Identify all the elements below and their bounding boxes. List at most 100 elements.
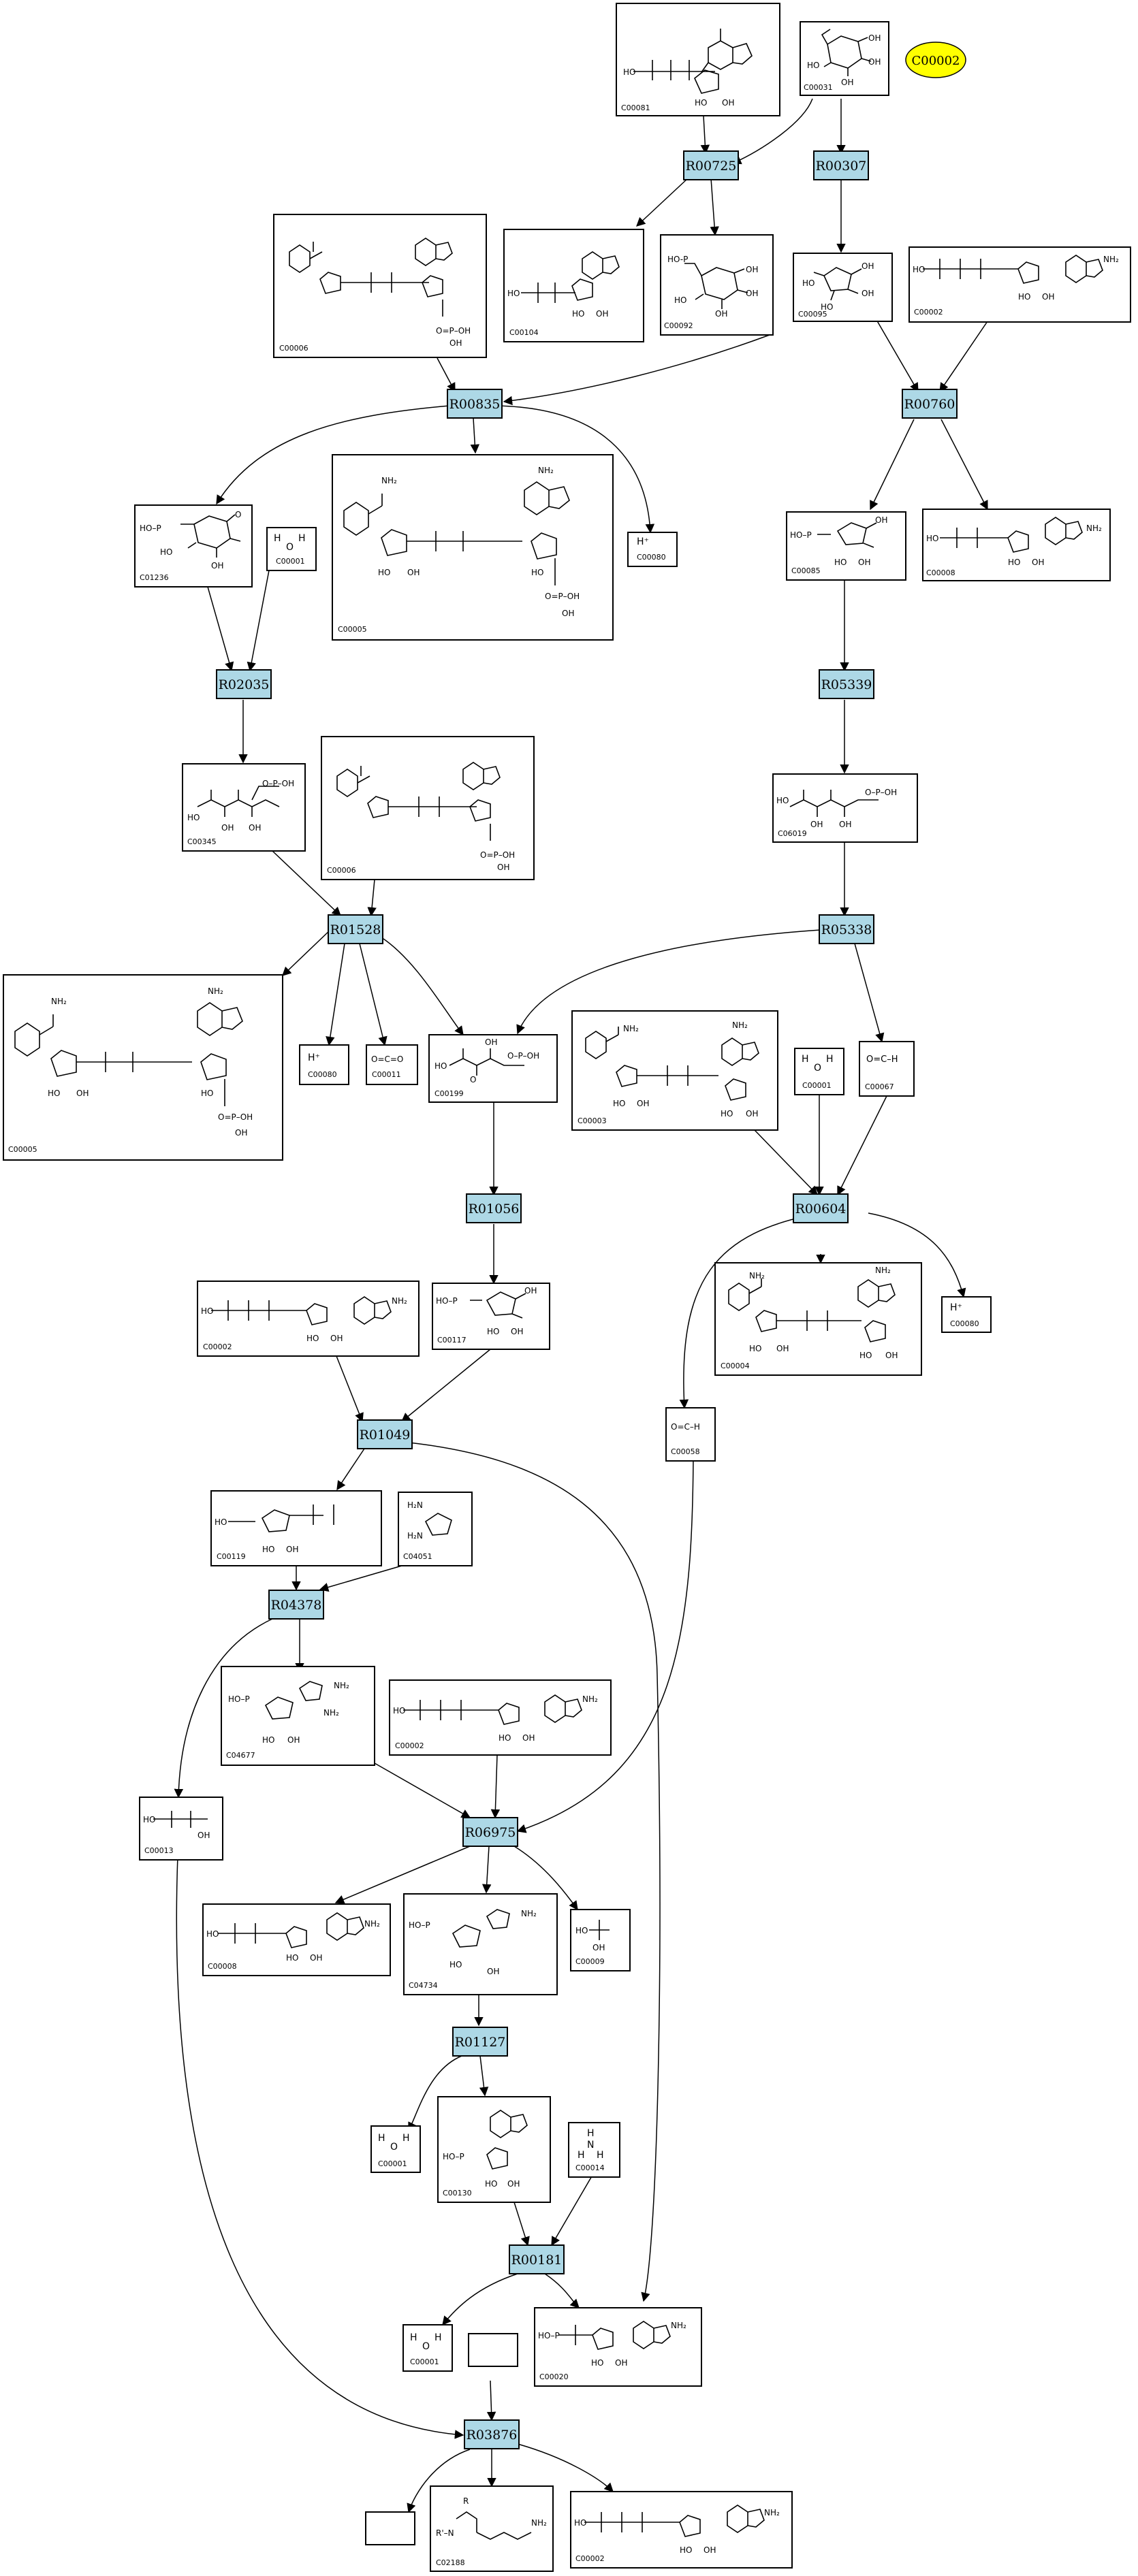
svg-text:HO: HO: [572, 309, 584, 319]
edge: [710, 178, 719, 236]
reaction-r00725[interactable]: R00725: [683, 150, 739, 180]
compound-empty-b[interactable]: [365, 2511, 415, 2545]
reaction-r00604[interactable]: R00604: [793, 1193, 849, 1223]
svg-text:NH₂: NH₂: [208, 986, 223, 996]
reaction-r00760[interactable]: R00760: [902, 389, 958, 419]
compound-c00067[interactable]: O=C–H C00067: [859, 1041, 915, 1097]
reaction-r02035[interactable]: R02035: [216, 669, 272, 699]
svg-text:HO: HO: [575, 1926, 588, 1935]
compound-c00014[interactable]: H N H H C00014: [568, 2122, 620, 2178]
formula-text: H: [434, 2332, 442, 2343]
reaction-r05338[interactable]: R05338: [819, 914, 874, 944]
compound-c00080-c[interactable]: H⁺ C00080: [941, 1296, 992, 1333]
reaction-r00181[interactable]: R00181: [509, 2244, 565, 2274]
compound-c00199[interactable]: HOO–P–OH OOH C00199: [428, 1034, 558, 1103]
svg-text:OH: OH: [868, 33, 881, 43]
highlight-compound-c00002[interactable]: C00002: [905, 42, 966, 78]
svg-text:OH: OH: [885, 1351, 898, 1360]
compound-id: C00199: [434, 1089, 464, 1098]
edge: [336, 1355, 364, 1423]
reaction-r00307[interactable]: R00307: [813, 150, 869, 180]
reaction-r03876[interactable]: R03876: [464, 2419, 520, 2449]
compound-c00001-a[interactable]: H O H C00001: [266, 527, 317, 571]
svg-text:OH: OH: [746, 1109, 758, 1118]
edge: [400, 1349, 491, 1422]
svg-text:HO: HO: [262, 1735, 274, 1745]
compound-c00011[interactable]: O=C=O C00011: [366, 1044, 418, 1085]
reaction-r01056[interactable]: R01056: [466, 1193, 522, 1223]
svg-text:OH: OH: [287, 1735, 300, 1745]
formula-text: O: [814, 1063, 821, 1074]
compound-id: C00002: [203, 1342, 232, 1351]
compound-c00058[interactable]: O=C–H C00058: [665, 1407, 716, 1462]
compound-c00080-b[interactable]: H⁺ C00080: [299, 1044, 349, 1085]
compound-empty-a[interactable]: [468, 2333, 518, 2367]
compound-id: C00104: [509, 328, 539, 337]
reaction-r01049[interactable]: R01049: [357, 1419, 413, 1449]
edge: [272, 850, 341, 916]
compound-c00001-b[interactable]: H O H C00001: [794, 1048, 844, 1095]
formula-text: O: [422, 2341, 430, 2352]
svg-text:OH: OH: [76, 1089, 89, 1098]
reaction-label: R06975: [465, 1825, 516, 1840]
reaction-r00835[interactable]: R00835: [447, 389, 503, 419]
compound-c00001-d[interactable]: H O H C00001: [402, 2324, 453, 2372]
svg-text:HO: HO: [695, 98, 707, 108]
compound-id: C00119: [217, 1552, 246, 1561]
svg-text:HO-P: HO-P: [667, 255, 688, 264]
reaction-r05339[interactable]: R05339: [819, 669, 874, 699]
svg-text:OH: OH: [485, 1037, 497, 1047]
reaction-r06975[interactable]: R06975: [462, 1817, 518, 1847]
svg-text:OH: OH: [615, 2358, 627, 2368]
svg-text:OH: OH: [197, 1831, 210, 1840]
compound-id: C00031: [804, 83, 833, 92]
reaction-label: R01049: [360, 1428, 411, 1443]
reaction-r01127[interactable]: R01127: [452, 2027, 508, 2057]
reaction-r04378[interactable]: R04378: [268, 1590, 324, 1620]
edge: [437, 357, 456, 393]
svg-text:HO: HO: [393, 1706, 405, 1716]
formula-text: H: [826, 1054, 834, 1065]
edge: [513, 1846, 578, 1911]
svg-text:OH: OH: [868, 57, 881, 67]
svg-text:HO: HO: [926, 534, 938, 543]
svg-text:HO: HO: [531, 568, 543, 577]
compound-c02188[interactable]: RR'–N NH₂ C02188: [430, 2485, 554, 2572]
reaction-r01528[interactable]: R01528: [328, 914, 383, 944]
edge: [868, 1212, 966, 1298]
compound-c00080-a[interactable]: H⁺ C00080: [627, 532, 678, 567]
compound-c00001-c[interactable]: H O H C00001: [370, 2125, 421, 2173]
formula-text: O: [286, 542, 294, 553]
svg-text:OH: OH: [596, 309, 608, 319]
